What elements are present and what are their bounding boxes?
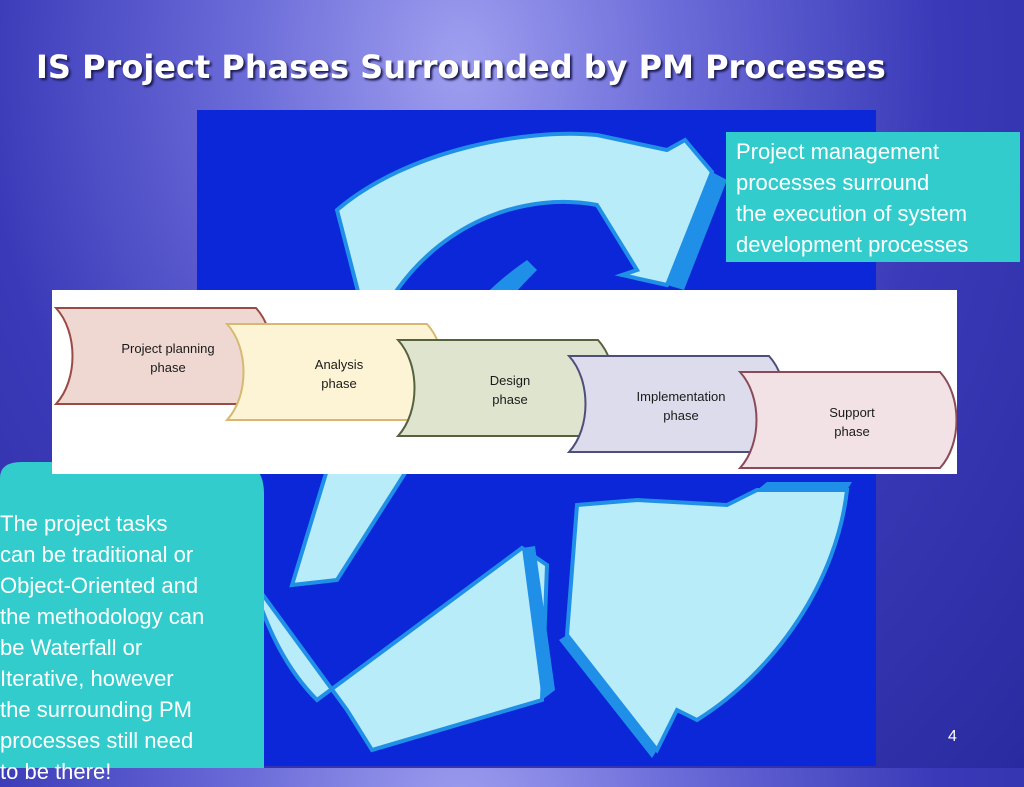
phase-shape <box>224 323 445 421</box>
phase-label: Project planning <box>121 341 214 356</box>
phase-3: Design phase <box>395 339 616 437</box>
phase-label: Design <box>490 373 530 388</box>
phase-shape <box>395 339 616 437</box>
project-tasks-callout: The project tasks can be traditional or … <box>0 438 266 784</box>
slide-title: IS Project Phases Surrounded by PM Proce… <box>36 48 886 86</box>
phase-1: Project planning phase <box>53 307 274 405</box>
page-number: 4 <box>948 728 957 745</box>
phase-shape <box>737 371 957 469</box>
phase-label: phase <box>492 392 527 407</box>
phase-label: phase <box>321 376 356 391</box>
phase-label: Analysis <box>315 357 364 372</box>
phase-2: Analysis phase <box>224 323 445 421</box>
phase-label: phase <box>663 408 698 423</box>
phase-5: Support phase <box>737 371 957 469</box>
phase-4: Implementation phase <box>566 355 787 453</box>
phase-label: Support <box>829 405 875 420</box>
project-tasks-callout-text: The project tasks can be traditional or … <box>0 511 205 784</box>
phase-shape <box>53 307 274 405</box>
phase-label: phase <box>834 424 869 439</box>
phase-label: Implementation <box>637 389 726 404</box>
phase-label: phase <box>150 360 185 375</box>
phase-shape <box>566 355 787 453</box>
pm-processes-callout: Project management processes surround th… <box>726 132 1020 262</box>
